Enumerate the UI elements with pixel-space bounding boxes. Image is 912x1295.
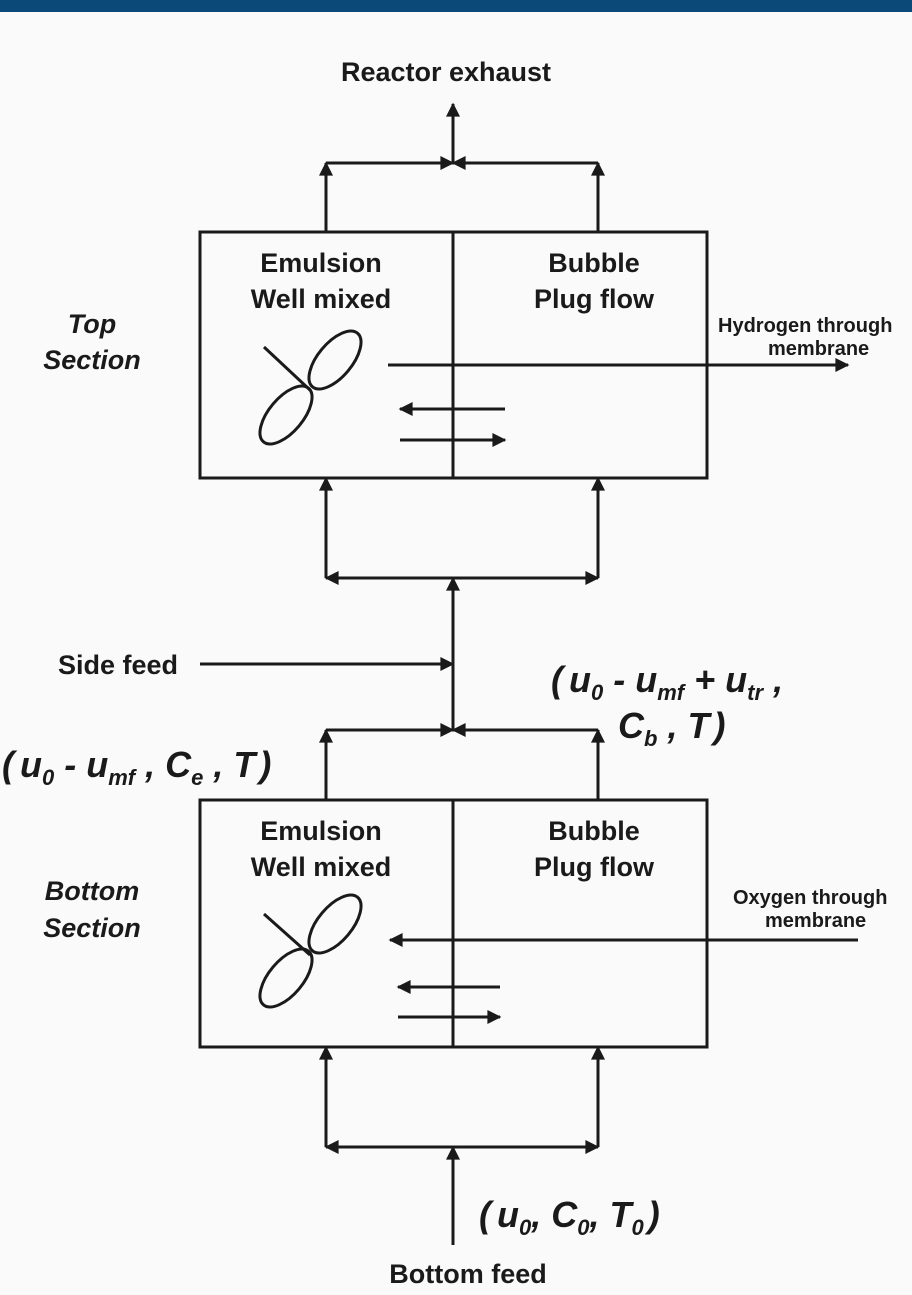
bottom-bubble-mode: Plug flow — [534, 852, 655, 882]
bottom-section-title: Bottom — [45, 876, 139, 906]
top-propeller-icon — [258, 329, 363, 446]
top-bar — [0, 0, 912, 12]
oxygen-label-line1: Oxygen through — [733, 887, 887, 909]
top-bubble-title: Bubble — [548, 248, 640, 278]
top-section-subtitle: Section — [43, 345, 141, 375]
bubble-flow-expression-line1: (u0 - umf + utr , — [551, 659, 783, 705]
page-background — [0, 12, 912, 1295]
bottom-feed-label: Bottom feed — [389, 1259, 547, 1289]
hydrogen-label-line1: Hydrogen through — [718, 315, 892, 337]
top-emulsion-mode: Well mixed — [251, 284, 392, 314]
bubble-flow-expression-line2: Cb , T) — [618, 705, 725, 751]
emulsion-flow-expression: (u0 - umf , Ce , T) — [2, 744, 271, 790]
feed-flow-expression: (u0, C0, T0) — [479, 1194, 660, 1240]
oxygen-label-line2: membrane — [765, 910, 866, 932]
bottom-bubble-title: Bubble — [548, 816, 640, 846]
top-bubble-mode: Plug flow — [534, 284, 655, 314]
bottom-propeller-icon — [258, 893, 363, 1009]
bottom-emulsion-title: Emulsion — [260, 816, 382, 846]
top-section-title: Top — [68, 309, 116, 339]
reactor-exhaust-label: Reactor exhaust — [341, 57, 551, 87]
hydrogen-label-line2: membrane — [768, 338, 869, 360]
top-emulsion-title: Emulsion — [260, 248, 382, 278]
side-feed-label: Side feed — [58, 650, 178, 680]
bottom-emulsion-mode: Well mixed — [251, 852, 392, 882]
bottom-section-subtitle: Section — [43, 913, 141, 943]
